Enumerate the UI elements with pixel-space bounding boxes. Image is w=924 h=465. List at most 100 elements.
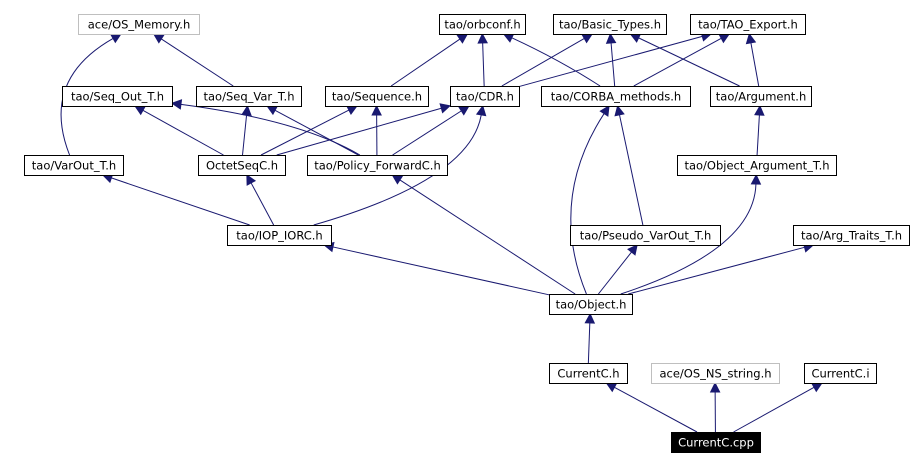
node-currentc-cpp[interactable]: CurrentC.cpp bbox=[671, 432, 761, 453]
arrowhead-icon bbox=[709, 381, 721, 393]
node-label: tao/CORBA_methods.h bbox=[551, 90, 681, 104]
node-policy-fwd[interactable]: tao/Policy_ForwardC.h bbox=[307, 155, 448, 176]
edge-cdr-to-orbconf bbox=[477, 32, 488, 87]
arrowhead-icon bbox=[346, 105, 358, 116]
arrowhead-icon bbox=[246, 174, 257, 186]
edge-policy_fwd-to-seq_var bbox=[266, 105, 359, 156]
node-label: CurrentC.i bbox=[811, 367, 869, 381]
edges-layer bbox=[60, 31, 823, 433]
node-currentc-h[interactable]: CurrentC.h bbox=[549, 363, 628, 384]
arrowhead-icon bbox=[605, 32, 617, 44]
arrowhead-icon bbox=[477, 32, 488, 44]
arrowhead-icon bbox=[371, 104, 382, 116]
arrowhead-icon bbox=[439, 103, 452, 114]
edge-line bbox=[518, 35, 703, 88]
node-orbconf[interactable]: tao/orbconf.h bbox=[439, 14, 526, 35]
node-box bbox=[450, 86, 520, 107]
edge-currentc_cpp-to-currentc_h bbox=[605, 382, 698, 433]
edge-line bbox=[570, 113, 605, 295]
arrowhead-icon bbox=[750, 173, 762, 185]
edge-line bbox=[733, 386, 815, 433]
node-label: tao/orbconf.h bbox=[444, 18, 520, 32]
node-label: tao/Basic_Types.h bbox=[559, 18, 661, 32]
arrowhead-icon bbox=[811, 382, 823, 393]
node-currentc-i[interactable]: CurrentC.i bbox=[804, 363, 877, 384]
arrowhead-icon bbox=[627, 244, 638, 256]
edge-line bbox=[399, 179, 576, 295]
node-label: tao/Argument.h bbox=[716, 90, 806, 104]
node-label: tao/Pseudo_VarOut_T.h bbox=[580, 229, 712, 243]
node-box bbox=[793, 225, 910, 246]
arrowhead-icon bbox=[581, 33, 594, 44]
node-basic-types[interactable]: tao/Basic_Types.h bbox=[553, 14, 667, 35]
node-box bbox=[804, 363, 877, 384]
edge-line bbox=[276, 107, 442, 156]
node-box bbox=[549, 294, 633, 315]
edge-line bbox=[620, 183, 757, 295]
node-label: tao/Policy_ForwardC.h bbox=[314, 159, 441, 173]
node-seq-out[interactable]: tao/Seq_Out_T.h bbox=[62, 86, 173, 107]
node-cdr[interactable]: tao/CDR.h bbox=[450, 86, 520, 107]
edge-line bbox=[633, 37, 722, 87]
node-label: tao/Object.h bbox=[556, 298, 627, 312]
edge-obj_arg-to-argument bbox=[754, 104, 765, 156]
arrowhead-icon bbox=[745, 32, 757, 45]
edge-sequence-to-orbconf bbox=[390, 33, 469, 87]
node-box bbox=[553, 14, 667, 35]
node-object[interactable]: tao/Object.h bbox=[549, 294, 633, 315]
edge-octetseq-to-seq_var bbox=[241, 104, 252, 156]
arrowhead-icon bbox=[629, 33, 642, 43]
arrowhead-icon bbox=[391, 174, 404, 185]
node-box bbox=[651, 363, 780, 384]
arrowhead-icon bbox=[152, 33, 165, 44]
node-box bbox=[690, 14, 806, 35]
node-box bbox=[549, 363, 628, 384]
node-label: ace/OS_Memory.h bbox=[88, 18, 191, 32]
arrowhead-icon bbox=[458, 105, 470, 116]
arrowhead-icon bbox=[599, 105, 610, 117]
edge-object-to-obj_arg bbox=[620, 173, 762, 295]
edge-line bbox=[332, 246, 550, 296]
edge-octetseq-to-sequence bbox=[260, 105, 358, 156]
arrowhead-icon bbox=[614, 104, 625, 117]
edge-cdr-to-basic_types bbox=[501, 33, 594, 87]
edge-line bbox=[482, 42, 485, 87]
node-os-ns-string[interactable]: ace/OS_NS_string.h bbox=[651, 363, 780, 384]
edge-argument-to-tao_export bbox=[745, 32, 760, 87]
node-varout[interactable]: tao/VarOut_T.h bbox=[24, 155, 124, 176]
node-box bbox=[570, 225, 721, 246]
edge-object-to-corba_methods bbox=[570, 105, 610, 295]
arrowhead-icon bbox=[456, 33, 469, 44]
node-tao-export[interactable]: tao/TAO_Export.h bbox=[690, 14, 806, 35]
edge-line bbox=[638, 37, 740, 87]
node-label: ace/OS_NS_string.h bbox=[659, 367, 771, 381]
edge-line bbox=[598, 251, 632, 295]
node-iop-iorc[interactable]: tao/IOP_IORC.h bbox=[227, 225, 332, 246]
node-box bbox=[677, 155, 837, 176]
node-arg-traits[interactable]: tao/Arg_Traits_T.h bbox=[793, 225, 910, 246]
node-label: tao/VarOut_T.h bbox=[32, 159, 116, 173]
edge-object-to-arg_traits bbox=[628, 242, 815, 295]
edge-line bbox=[619, 114, 644, 226]
node-sequence[interactable]: tao/Sequence.h bbox=[325, 86, 429, 107]
node-argument[interactable]: tao/Argument.h bbox=[710, 86, 812, 107]
node-box bbox=[325, 86, 429, 107]
node-label: tao/IOP_IORC.h bbox=[236, 229, 322, 243]
edge-currentc_h-to-object bbox=[584, 312, 596, 364]
node-label: tao/Seq_Out_T.h bbox=[71, 90, 164, 104]
edge-line bbox=[610, 42, 616, 87]
node-os-memory[interactable]: ace/OS_Memory.h bbox=[78, 14, 200, 35]
edge-octetseq-to-cdr bbox=[276, 103, 452, 156]
node-pseudo-varout[interactable]: tao/Pseudo_VarOut_T.h bbox=[570, 225, 721, 246]
edge-seq_var-to-os_memory bbox=[152, 33, 234, 87]
node-octetseq[interactable]: OctetSeqC.h bbox=[198, 155, 286, 176]
node-corba-methods[interactable]: tao/CORBA_methods.h bbox=[541, 86, 691, 107]
edge-line bbox=[111, 177, 250, 226]
node-seq-var[interactable]: tao/Seq_Var_T.h bbox=[196, 86, 302, 107]
arrowhead-icon bbox=[605, 382, 618, 393]
node-obj-arg[interactable]: tao/Object_Argument_T.h bbox=[677, 155, 837, 176]
edge-policy_fwd-to-seq_out bbox=[170, 99, 361, 156]
arrowhead-icon bbox=[241, 104, 252, 116]
edge-line bbox=[390, 38, 461, 87]
